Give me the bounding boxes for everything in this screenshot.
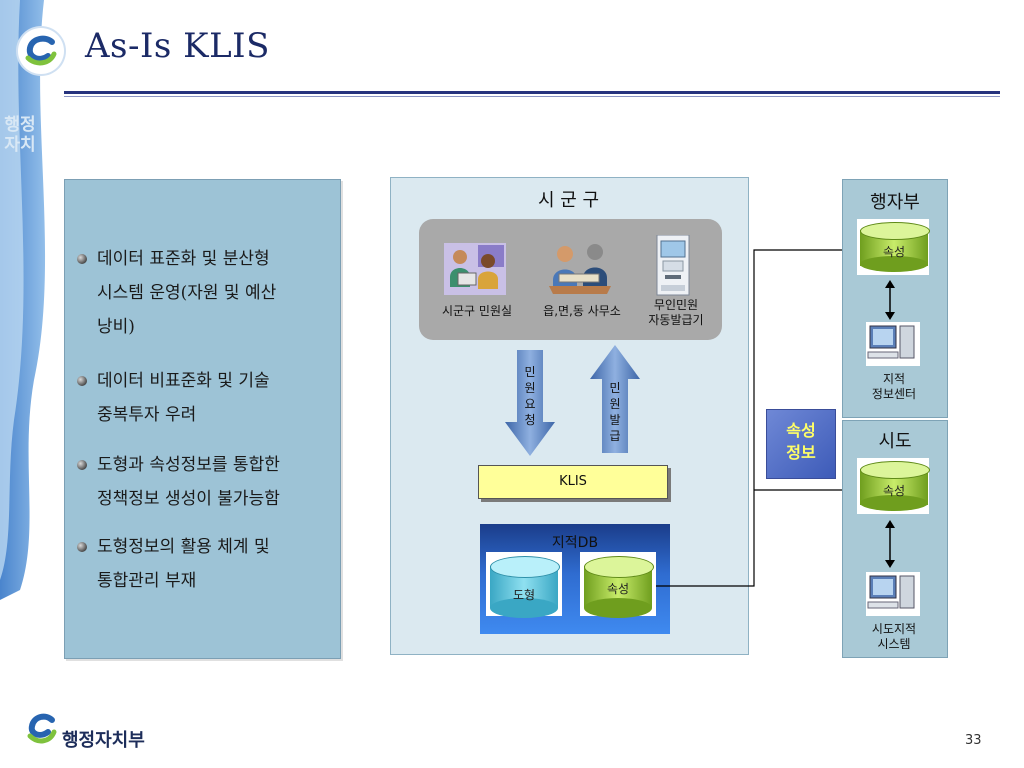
- computer-icon: [866, 322, 920, 366]
- title-rule-thin: [64, 96, 1000, 97]
- watermark-line: 행정: [4, 115, 36, 135]
- issues-panel: 데이터 표준화 및 분산형 시스템 운영(자원 및 예산 낭비) 데이터 비표준…: [64, 179, 341, 659]
- ministry-computer-caption: 지적 정보센터: [871, 372, 917, 401]
- province-computer-caption: 시도지적 시스템: [871, 622, 917, 651]
- issue-text: 데이터 비표준화 및 기술 중복투자 우려: [97, 371, 270, 425]
- counter-clerk-icon: [549, 244, 611, 294]
- attribute-info-label: 속성 정보: [786, 421, 816, 462]
- computer-icon: [866, 572, 920, 616]
- request-arrow-label: 민 원 요 청: [524, 365, 536, 427]
- request-arrow-icon: [505, 350, 555, 456]
- bullet-sphere-icon: [77, 254, 87, 264]
- issue-text: 도형정보의 활용 체계 및 통합관리 부재: [97, 537, 270, 591]
- gov-logo-icon: [18, 28, 64, 74]
- double-arrow-icon: [885, 280, 895, 320]
- shape-db-cylinder-icon: [490, 556, 560, 618]
- office-caption: 읍,면,동 사무소: [543, 304, 621, 318]
- attribute-info-box: 속성 정보: [766, 409, 836, 479]
- province-attr-cylinder-icon: [860, 461, 930, 513]
- province-title: 시도: [878, 431, 912, 452]
- brand-name: 행정자치부: [62, 730, 145, 751]
- klis-system-bar: KLIS: [478, 465, 668, 499]
- office-caption: 시군구 민원실: [441, 304, 513, 318]
- side-watermark: 행정 자치: [0, 115, 40, 155]
- attr-db-label: 속성: [606, 582, 630, 596]
- office-caption: 무인민원 자동발급기: [648, 298, 704, 327]
- ministry-attr-cylinder-icon: [860, 222, 930, 274]
- watermark-line: 자치: [4, 135, 36, 155]
- issue-arrow-label: 민 원 발 급: [609, 381, 621, 443]
- issue-arrow-icon: [590, 345, 640, 453]
- bullet-sphere-icon: [77, 542, 87, 552]
- issue-text: 도형과 속성정보를 통합한 정책정보 생성이 불가능함: [97, 455, 280, 509]
- slide-title: As-Is KLIS: [85, 26, 270, 66]
- bullet-sphere-icon: [77, 460, 87, 470]
- connector-lines: [656, 245, 858, 587]
- bullet-sphere-icon: [77, 376, 87, 386]
- ministry-attr-label: 속성: [882, 245, 906, 259]
- gov-logo-icon: [27, 713, 57, 744]
- issue-text: 데이터 표준화 및 분산형 시스템 운영(자원 및 예산 낭비): [97, 249, 277, 337]
- db-title: 지적DB: [551, 535, 599, 551]
- title-rule: [64, 91, 1000, 94]
- decorative-side-swirl: [0, 0, 46, 600]
- attr-db-cylinder-icon: [584, 556, 654, 618]
- province-attr-label: 속성: [882, 484, 906, 498]
- office-workers-icon: [444, 243, 506, 295]
- shape-db-label: 도형: [512, 588, 536, 602]
- page-number: 33: [965, 733, 982, 748]
- sigungu-title: 시 군 구: [537, 190, 600, 211]
- double-arrow-icon: [885, 520, 895, 568]
- ministry-panel: 행자부: [842, 179, 948, 418]
- ministry-title: 행자부: [870, 192, 920, 213]
- kiosk-icon: [656, 235, 690, 296]
